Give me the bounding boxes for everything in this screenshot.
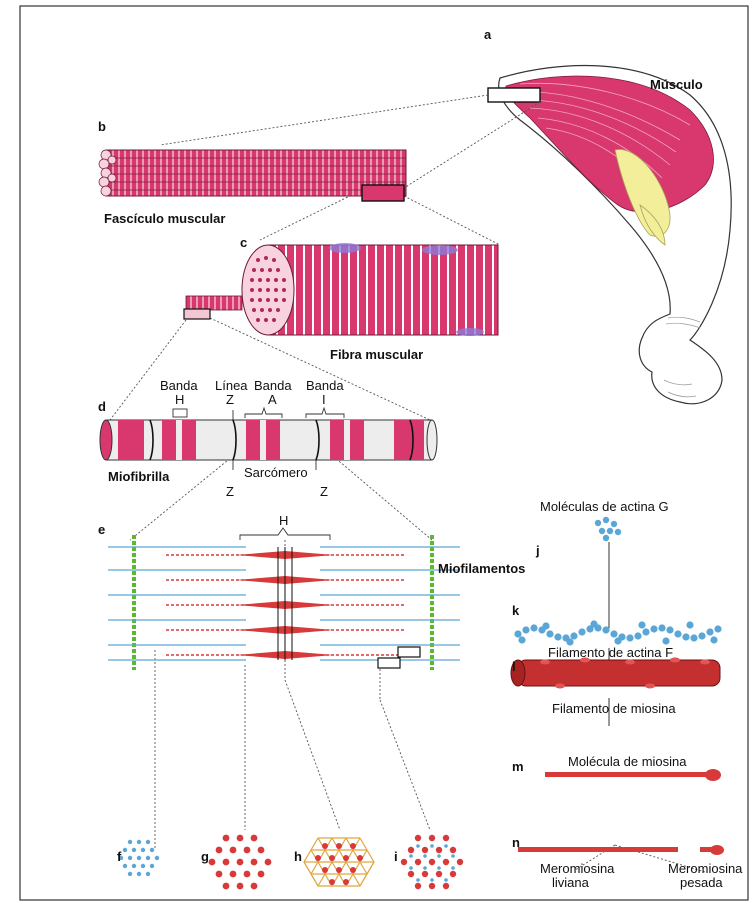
label-banda-a-line2: A [268,393,277,407]
panel-letter-h: h [294,850,302,864]
panel-letter-k: k [512,604,519,618]
label-filamento-miosina: Filamento de miosina [552,702,676,716]
label-actina-f: Filamento de actina F [548,646,673,660]
label-banda-i-line1: Banda [306,379,344,393]
panel-letter-i: i [394,850,398,864]
label-z-left: Z [226,485,234,499]
label-meromiosina-liviana-line1: Meromiosina [540,862,614,876]
label-molecula-miosina: Molécula de miosina [568,755,687,769]
label-linea-z-line2: Z [226,393,234,407]
panel-letter-m: m [512,760,524,774]
label-meromiosina-pesada-line2: pesada [680,876,723,890]
label-sarcomero: Sarcómero [244,466,308,480]
label-banda-h-line1: Banda [160,379,198,393]
label-banda-a-line1: Banda [254,379,292,393]
label-meromiosina-liviana-line2: liviana [552,876,589,890]
label-fibra: Fibra muscular [330,348,423,362]
fascicle-illustration [99,150,406,201]
panel-letter-g: g [201,850,209,864]
panel-letter-b: b [98,120,106,134]
label-miofilamentos: Miofilamentos [438,562,525,576]
label-banda-h-line2: H [175,393,184,407]
panel-letter-j: j [536,544,540,558]
myosin-filament [511,658,720,689]
panel-letter-l: l [512,660,516,674]
label-musculo: Músculo [650,78,703,92]
panel-letter-n: n [512,836,520,850]
label-z-right: Z [320,485,328,499]
label-linea-z-line1: Línea [215,379,248,393]
arm-selection-box [488,88,540,102]
panel-letter-a: a [484,28,491,42]
label-meromiosina-pesada-line1: Meromiosina [668,862,742,876]
panel-letter-f: f [117,850,121,864]
panel-letter-d: d [98,400,106,414]
label-fasciculo: Fascículo muscular [104,212,225,226]
label-actina-g: Moléculas de actina G [540,500,669,514]
panel-letter-c: c [240,236,247,250]
label-h-zone: H [279,514,288,528]
panel-letter-e: e [98,523,105,537]
label-banda-i-line2: I [322,393,326,407]
label-miofibrilla: Miofibrilla [108,470,169,484]
